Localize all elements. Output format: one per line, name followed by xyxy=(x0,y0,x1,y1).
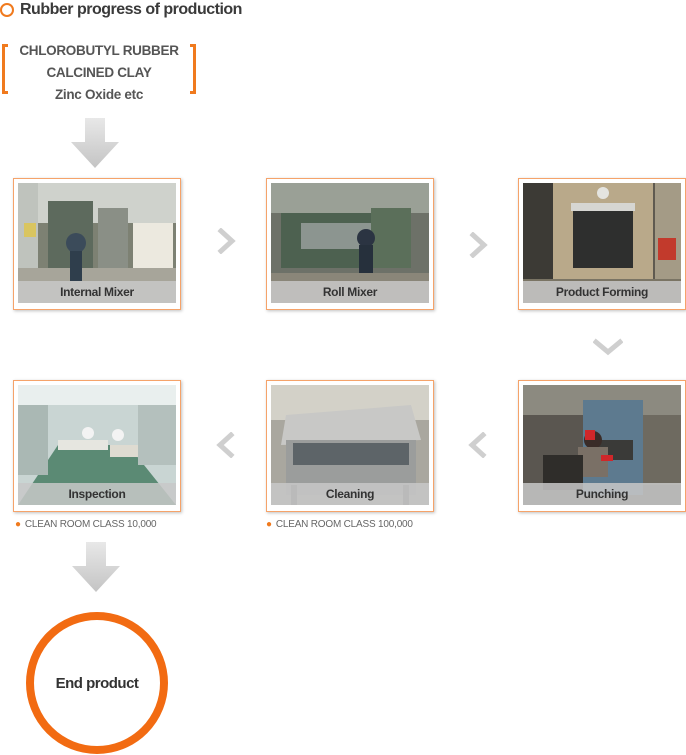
page-title-row: Rubber progress of production xyxy=(0,0,242,20)
chevron-left-icon xyxy=(216,432,235,458)
step-card-inspection: Inspection xyxy=(13,380,181,512)
page-title: Rubber progress of production xyxy=(20,1,242,18)
step-label: Roll Mixer xyxy=(271,281,429,303)
step-label: Cleaning xyxy=(271,483,429,505)
note-text: CLEAN ROOM CLASS 100,000 xyxy=(275,519,413,530)
step-card-internal-mixer: Internal Mixer xyxy=(13,178,181,310)
step-label: Product Forming xyxy=(523,281,681,303)
chevron-left-icon xyxy=(468,432,487,458)
down-arrow-icon xyxy=(72,542,120,592)
materials-list: CHLOROBUTYL RUBBER CALCINED CLAY Zinc Ox… xyxy=(2,40,196,106)
step-card-roll-mixer: Roll Mixer xyxy=(266,178,434,310)
end-product-circle: End product xyxy=(26,612,168,754)
step-label: Internal Mixer xyxy=(18,281,176,303)
note-text: CLEAN ROOM CLASS 10,000 xyxy=(24,519,157,530)
step-card-cleaning: Cleaning xyxy=(266,380,434,512)
material-item: CALCINED CLAY xyxy=(46,65,152,80)
internal-mixer-photo xyxy=(18,183,176,303)
step-card-product-forming: Product Forming xyxy=(518,178,686,310)
right-bracket xyxy=(190,44,196,94)
bullet-dot-icon: ● xyxy=(15,519,21,530)
inspection-note: ●CLEAN ROOM CLASS 10,000 xyxy=(15,519,157,530)
chevron-right-icon xyxy=(469,232,488,258)
chevron-down-icon xyxy=(593,338,623,356)
step-label: Inspection xyxy=(18,483,176,505)
raw-materials: CHLOROBUTYL RUBBER CALCINED CLAY Zinc Ox… xyxy=(2,42,196,102)
end-product-label: End product xyxy=(55,674,139,692)
circle-bullet-icon xyxy=(0,3,14,17)
left-bracket xyxy=(2,44,8,94)
material-item: Zinc Oxide etc xyxy=(54,87,144,102)
step-card-punching: Punching xyxy=(518,380,686,512)
material-item: CHLOROBUTYL RUBBER xyxy=(19,43,179,58)
chevron-right-icon xyxy=(217,228,236,254)
cleaning-note: ●CLEAN ROOM CLASS 100,000 xyxy=(266,519,413,530)
step-label: Punching xyxy=(523,483,681,505)
down-arrow-icon xyxy=(71,118,119,168)
bullet-dot-icon: ● xyxy=(266,519,272,530)
